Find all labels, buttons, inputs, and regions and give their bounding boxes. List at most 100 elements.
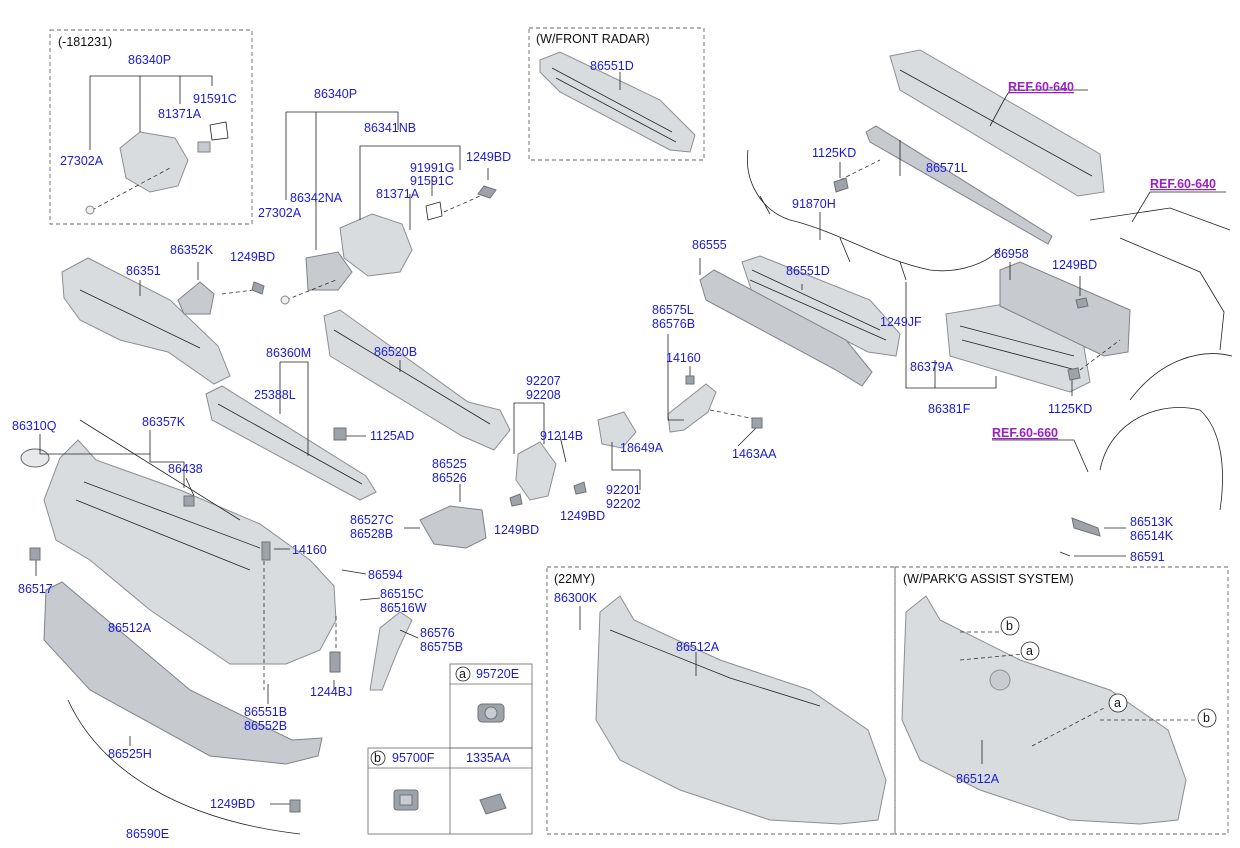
air-guide-shape [945,261,1131,393]
part-label-86516w[interactable]: 86516W [380,601,427,615]
part-label-86520b[interactable]: 86520B [374,345,417,359]
upper-grille-shape [61,257,231,385]
part-label-86517[interactable]: 86517 [18,582,53,596]
bumper-cover-22my-shape [595,595,887,825]
bumper-cover-park-shape [901,595,1187,825]
part-label-86591[interactable]: 86591 [1130,550,1165,564]
part-label-1249bd-d[interactable]: 1249BD [494,523,539,537]
legend-b-letter: b [374,751,381,765]
part-label-86515c[interactable]: 86515C [380,587,424,601]
part-label-86528b[interactable]: 86528B [350,527,393,541]
part-label-86342na[interactable]: 86342NA [290,191,343,205]
part-label-86590e[interactable]: 86590E [126,827,169,841]
part-label-14160-b[interactable]: 14160 [292,543,327,557]
part-label-86575b[interactable]: 86575B [420,640,463,654]
part-label-92201[interactable]: 92201 [606,483,641,497]
part-label-1125kd-b[interactable]: 1125KD [1048,402,1092,416]
legend-b-part: 95700F [392,751,435,765]
part-label-91991g[interactable]: 91991G [410,161,454,175]
part-label-86555[interactable]: 86555 [692,238,727,252]
part-label-86340p-early[interactable]: 86340P [128,53,171,67]
box-early-model-title: (-181231) [58,35,112,49]
part-label-27302a[interactable]: 27302A [258,206,302,220]
absorber-shape [323,309,511,451]
part-label-86379a[interactable]: 86379A [910,360,954,374]
part-label-86351[interactable]: 86351 [126,264,161,278]
ref-label-body[interactable]: REF.60-640 [1150,177,1216,191]
part-label-27302a-early[interactable]: 27302A [60,154,104,168]
part-label-86514k[interactable]: 86514K [1130,529,1174,543]
fasteners [29,177,1089,813]
box-park-assist-title: (W/PARK'G ASSIST SYSTEM) [903,572,1074,586]
part-label-86527c[interactable]: 86527C [350,513,394,527]
part-label-86576[interactable]: 86576 [420,626,455,640]
part-label-86512a-22my[interactable]: 86512A [676,640,720,654]
part-label-86525[interactable]: 86525 [432,457,467,471]
part-label-86512a[interactable]: 86512A [108,621,152,635]
part-label-1463aa[interactable]: 1463AA [732,447,777,461]
part-label-1244bj[interactable]: 1244BJ [310,685,352,699]
part-label-86352k[interactable]: 86352K [170,243,214,257]
grille-assembly-shape [280,185,497,305]
ref-label-fender[interactable]: REF.60-660 [992,426,1058,440]
part-label-86551d-radar[interactable]: 86551D [590,59,634,73]
grille-early-shape [85,121,229,215]
part-label-86552b[interactable]: 86552B [244,719,287,733]
legend-b-part2: 1335AA [466,751,511,765]
part-label-86551d[interactable]: 86551D [786,264,830,278]
part-label-91591c[interactable]: 91591C [410,174,454,188]
box-early-model [49,29,253,225]
part-label-86340p[interactable]: 86340P [314,87,357,101]
part-label-86526[interactable]: 86526 [432,471,467,485]
wiring-harness-shape [746,149,1001,281]
part-label-86310q[interactable]: 86310Q [12,419,57,433]
part-label-86341nb[interactable]: 86341NB [364,121,416,135]
part-label-92208[interactable]: 92208 [526,388,561,402]
clip-icon [479,793,507,815]
part-label-81371a[interactable]: 81371A [376,187,420,201]
part-label-18649a[interactable]: 18649A [620,441,664,455]
part-label-25388l[interactable]: 25388L [254,388,296,402]
part-label-86571l[interactable]: 86571L [926,161,968,175]
part-label-91870h[interactable]: 91870H [792,197,836,211]
callouts: b a a b [1000,616,1217,728]
callout-b-2: b [1203,711,1210,725]
part-label-81371a-early[interactable]: 81371A [158,107,202,121]
part-label-86360m[interactable]: 86360M [266,346,311,360]
part-label-86381f[interactable]: 86381F [928,402,971,416]
part-label-86594[interactable]: 86594 [368,568,403,582]
part-label-1249jf[interactable]: 1249JF [880,315,922,329]
part-label-86438[interactable]: 86438 [168,462,203,476]
part-label-86551b[interactable]: 86551B [244,705,287,719]
legend-a-part: 95720E [476,667,519,681]
part-label-1249bd-c[interactable]: 1249BD [1052,258,1097,272]
part-label-1249bd-f[interactable]: 1249BD [210,797,255,811]
sensor-a-icon [477,703,505,723]
part-label-91591c-early[interactable]: 91591C [193,92,237,106]
ref-label-beam[interactable]: REF.60-640 [1008,80,1074,94]
part-label-86513k[interactable]: 86513K [1130,515,1174,529]
part-label-1249bd-e[interactable]: 1249BD [560,509,605,523]
part-label-91214b[interactable]: 91214B [540,429,583,443]
legend-table: a 95720E b 95700F 1335AA [367,663,533,835]
part-label-1125kd-a[interactable]: 1125KD [812,146,856,160]
part-label-86576b[interactable]: 86576B [652,317,695,331]
box-front-radar-title: (W/FRONT RADAR) [536,32,650,46]
part-label-92207[interactable]: 92207 [526,374,561,388]
part-label-86575l[interactable]: 86575L [652,303,694,317]
part-label-14160-a[interactable]: 14160 [666,351,701,365]
part-label-86512a-park[interactable]: 86512A [956,772,1000,786]
emblem-shape [20,448,50,468]
sensor-b-icon [393,789,419,811]
part-labels: 86340P 91591C 81371A 27302A 86340P 86341… [12,53,1174,841]
part-label-86525h[interactable]: 86525H [108,747,152,761]
part-label-86300k[interactable]: 86300K [554,591,598,605]
part-label-92202[interactable]: 92202 [606,497,641,511]
bumper-beam-shape [865,49,1105,245]
part-label-1249bd-a[interactable]: 1249BD [466,150,511,164]
part-label-1249bd-b[interactable]: 1249BD [230,250,275,264]
part-label-1125ad[interactable]: 1125AD [370,429,414,443]
part-label-86958[interactable]: 86958 [994,247,1029,261]
part-label-86357k[interactable]: 86357K [142,415,186,429]
